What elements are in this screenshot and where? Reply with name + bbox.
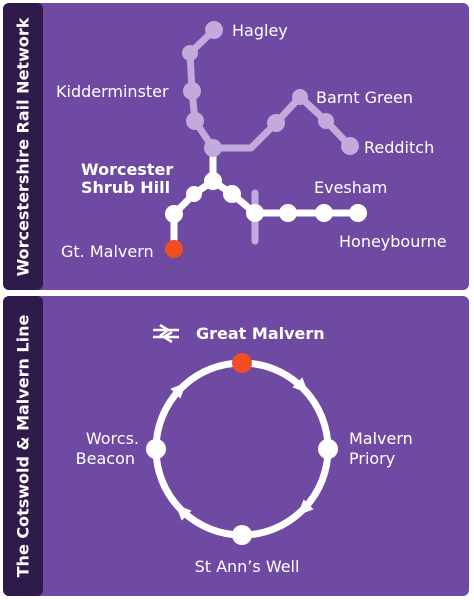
label-st-anns-well: St Ann’s Well — [195, 557, 300, 576]
station-worcester-foregate — [186, 186, 202, 202]
worcestershire-network-panel: Worcestershire Rail Network — [3, 3, 469, 290]
label-great-malvern: Great Malvern — [196, 324, 325, 343]
loop-line-map: Great Malvern Malvern Priory Worcs. Beac… — [76, 323, 413, 576]
label-worcester-line1: Worcester — [81, 160, 173, 179]
label-gt-malvern: Gt. Malvern — [61, 242, 154, 261]
station-kidderminster-south — [186, 112, 204, 130]
label-evesham: Evesham — [314, 178, 387, 197]
label-worcester-line2: Shrub Hill — [81, 178, 170, 197]
station-malvern-link — [165, 205, 183, 223]
network-sidebar: Worcestershire Rail Network — [3, 3, 43, 290]
line-sidebar: The Cotswold & Malvern Line — [3, 296, 43, 596]
station-bromsgrove — [267, 114, 285, 132]
station-alvechurch — [318, 113, 334, 129]
station-evesham — [279, 204, 297, 222]
station-great-malvern — [232, 353, 252, 373]
cotswold-malvern-panel: The Cotswold & Malvern Line Great Malver… — [3, 296, 469, 596]
station-honeybourne — [349, 204, 367, 222]
station-worcester-shrub-hill — [204, 172, 222, 190]
direction-arrow-se — [297, 499, 314, 516]
station-gt-malvern — [165, 240, 183, 258]
station-norton — [223, 185, 241, 203]
label-malvern-priory-line1: Malvern — [349, 429, 413, 448]
station-barnt-green — [292, 89, 308, 105]
direction-arrow-sw — [175, 504, 192, 521]
label-worcs-beacon-line1: Worcs. — [86, 429, 139, 448]
station-hagley — [205, 21, 223, 39]
label-barnt-green: Barnt Green — [316, 88, 413, 107]
station-redditch — [341, 137, 359, 155]
station-evesham-east — [315, 204, 333, 222]
national-rail-icon — [153, 323, 179, 344]
station-kidderminster — [183, 82, 201, 100]
label-redditch: Redditch — [364, 138, 434, 157]
network-map: Hagley Kidderminster Barnt Green Redditc… — [56, 21, 447, 261]
station-st-anns-well — [232, 525, 252, 545]
label-worcs-beacon-line2: Beacon — [76, 449, 135, 468]
station-hagley-line — [182, 45, 198, 61]
label-kidderminster: Kidderminster — [56, 82, 169, 101]
direction-arrow-nw — [170, 382, 187, 399]
station-pershore — [246, 204, 264, 222]
label-hagley: Hagley — [232, 21, 288, 40]
station-malvern-priory — [318, 439, 338, 459]
active-line — [170, 144, 362, 253]
station-droitwich — [204, 139, 222, 157]
label-honeybourne: Honeybourne — [339, 232, 447, 251]
station-worcs-beacon — [146, 439, 166, 459]
label-malvern-priory-line2: Priory — [349, 449, 395, 468]
direction-arrow-ne — [292, 377, 309, 394]
